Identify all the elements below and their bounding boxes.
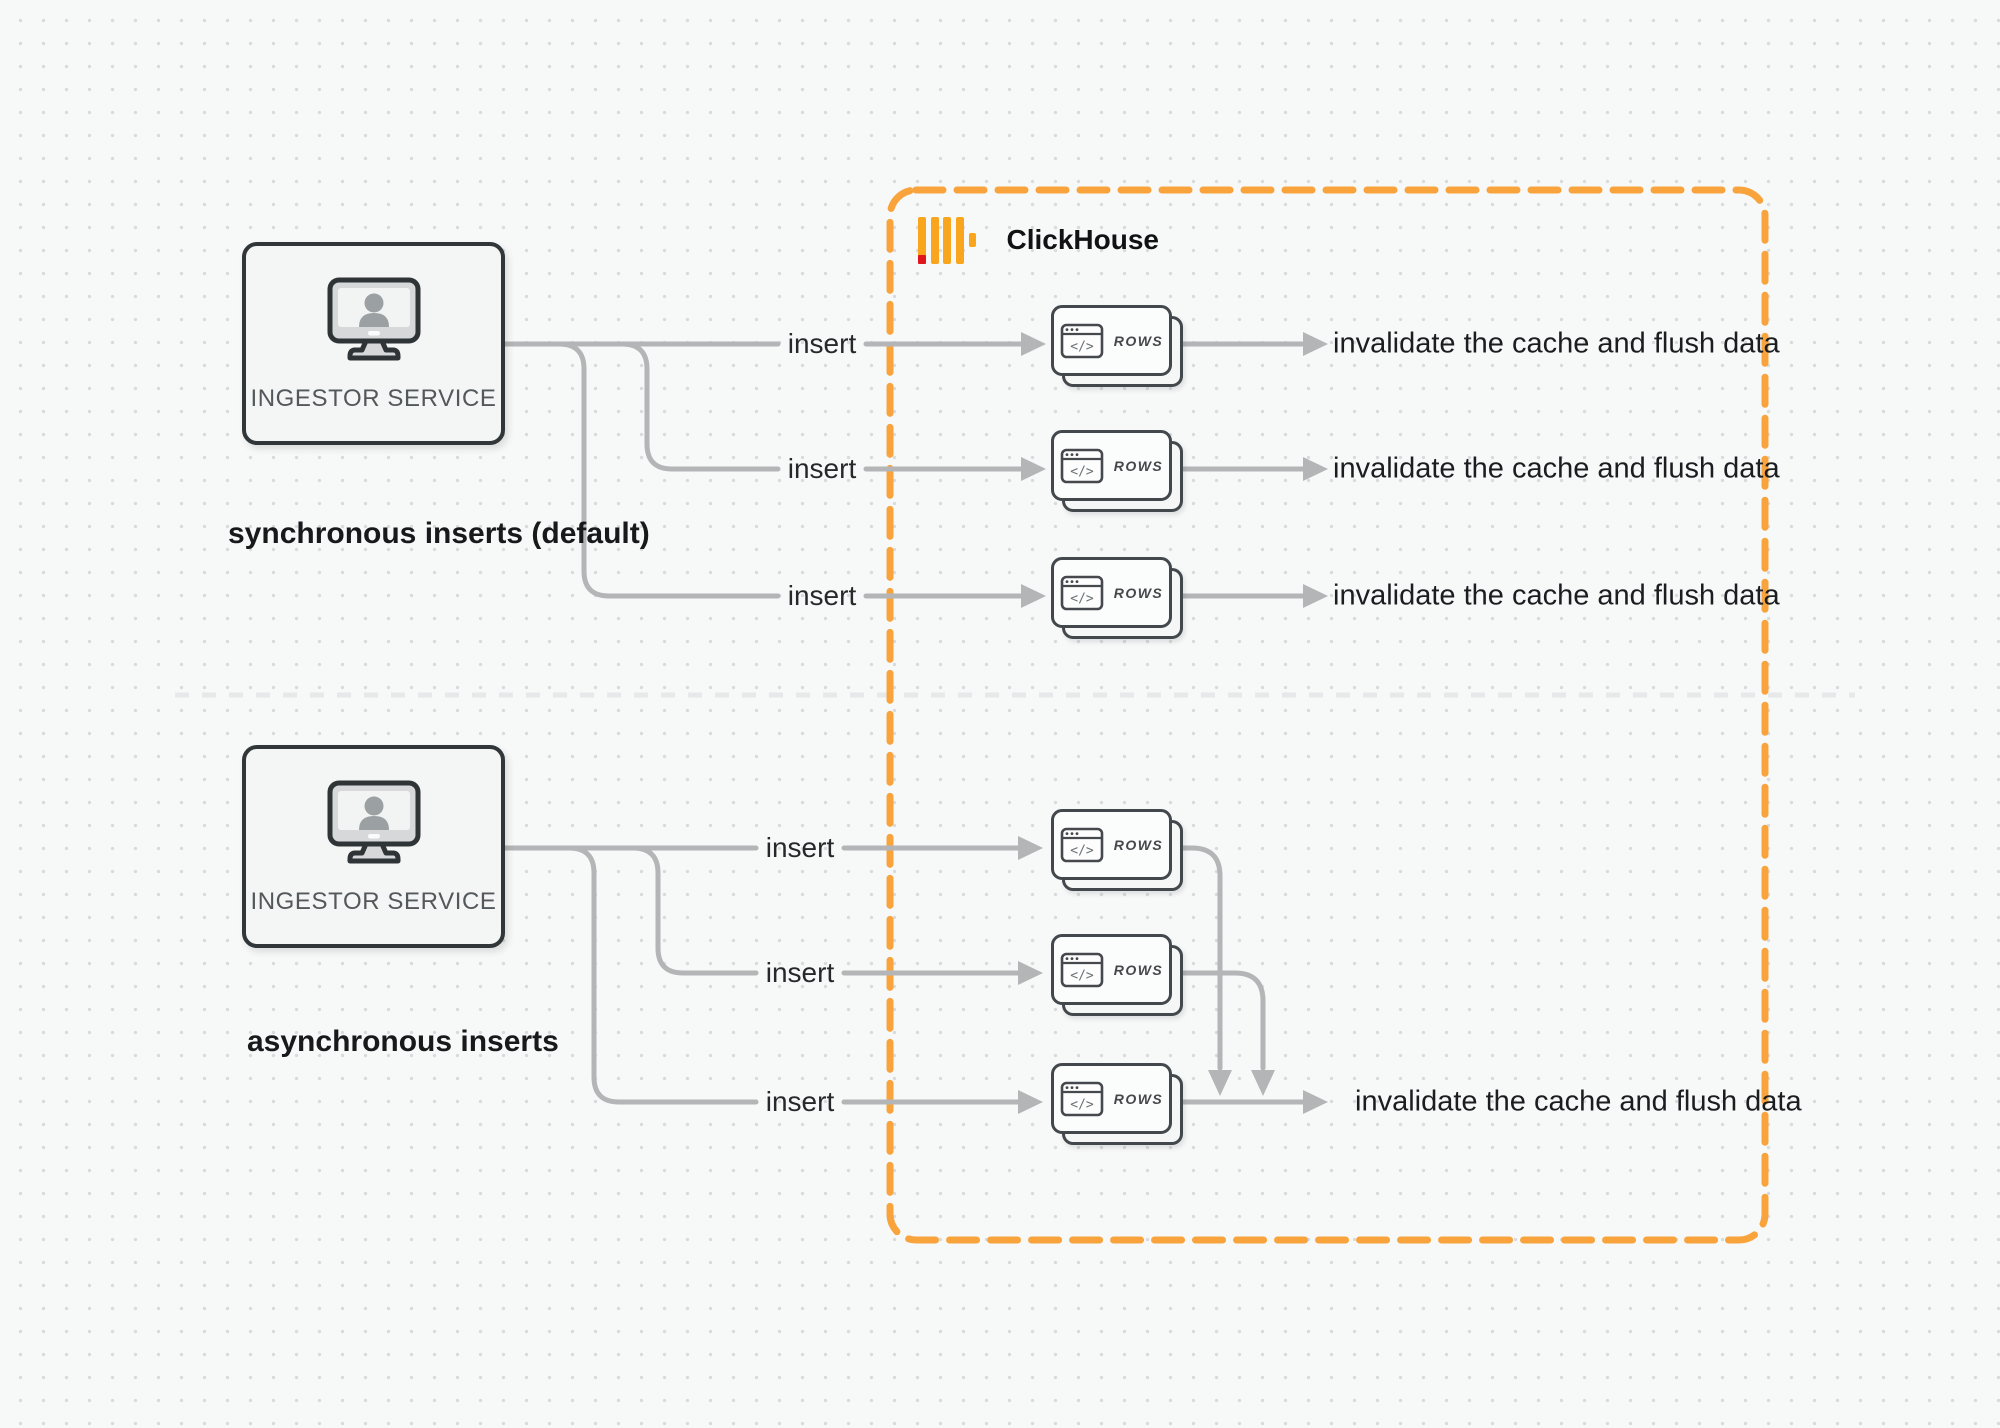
async-out-arrowhead — [1303, 1090, 1328, 1114]
svg-text:</>: </> — [1070, 464, 1094, 479]
sync-connectors — [502, 341, 1306, 599]
async-caption: asynchronous inserts — [247, 1025, 559, 1058]
sync-insert-label-1: insert — [787, 328, 857, 359]
sync-result-label-1: invalidate the cache and flush data — [1333, 327, 1780, 360]
ingestor-service-box-sync: INGESTOR SERVICE — [242, 242, 505, 445]
rows-label: ROWS — [1113, 332, 1164, 349]
code-window-icon: </> — [1060, 323, 1104, 358]
svg-text:</>: </> — [1070, 968, 1094, 983]
async-merge1-down-arrowhead — [1208, 1070, 1232, 1096]
clickhouse-title: ClickHouse — [1006, 224, 1160, 255]
async-row2-in-arrowhead — [1018, 961, 1043, 985]
rows-label: ROWS — [1113, 1090, 1164, 1107]
sync-row2-branch — [502, 341, 781, 472]
async-card2-merge-line — [1180, 970, 1266, 1071]
arrowheads — [1018, 332, 1328, 1114]
card-front: </> ROWS — [1051, 557, 1172, 628]
sync-result-label-3: invalidate the cache and flush data — [1333, 579, 1780, 612]
svg-text:</>: </> — [1070, 591, 1094, 606]
sync-row1-in-arrowhead — [1021, 332, 1046, 356]
monitor-user-icon — [327, 277, 420, 361]
code-window-icon: </> — [1060, 575, 1104, 610]
async-insert-label-3: insert — [765, 1086, 835, 1117]
code-window-icon: </> — [1060, 1081, 1104, 1116]
async-row3-branch — [502, 845, 759, 1105]
sync-insert-label-3: insert — [787, 580, 857, 611]
sync-row3-in-arrowhead — [1021, 584, 1046, 608]
monitor-user-icon — [327, 780, 420, 864]
async-row2-branch — [502, 845, 759, 976]
rows-label: ROWS — [1113, 457, 1164, 474]
rows-label: ROWS — [1113, 961, 1164, 978]
rows-card-async-3: </> ROWS — [1051, 1063, 1183, 1145]
rows-card-sync-3: </> ROWS — [1051, 557, 1183, 639]
sync-insert-label-2: insert — [787, 453, 857, 484]
async-connectors — [502, 845, 1306, 1105]
sync-row3-branch — [502, 341, 781, 599]
rows-card-sync-2: </> ROWS — [1051, 430, 1183, 512]
async-row1-in-arrowhead — [1018, 836, 1043, 860]
rows-card-async-1: </> ROWS — [1051, 809, 1183, 891]
sync-row2-out-arrowhead — [1303, 457, 1328, 481]
async-card1-merge-line — [1180, 845, 1223, 1071]
service-label: INGESTOR SERVICE — [250, 888, 497, 915]
service-label: INGESTOR SERVICE — [250, 385, 497, 412]
rows-card-async-2: </> ROWS — [1051, 934, 1183, 1016]
sync-row2-in-arrowhead — [1021, 457, 1046, 481]
code-window-icon: </> — [1060, 827, 1104, 862]
card-front: </> ROWS — [1051, 1063, 1172, 1134]
code-window-icon: </> — [1060, 448, 1104, 483]
sync-row1-out-arrowhead — [1303, 332, 1328, 356]
async-insert-label-2: insert — [765, 957, 835, 988]
async-merge2-down-arrowhead — [1251, 1070, 1275, 1096]
rows-card-sync-1: </> ROWS — [1051, 305, 1183, 387]
card-front: </> ROWS — [1051, 934, 1172, 1005]
svg-text:</>: </> — [1070, 1097, 1094, 1112]
clickhouse-boundary — [886, 186, 1769, 1244]
sync-row3-out-arrowhead — [1303, 584, 1328, 608]
async-insert-label-1: insert — [765, 832, 835, 863]
card-front: </> ROWS — [1051, 809, 1172, 880]
async-result-label: invalidate the cache and flush data — [1355, 1085, 1802, 1118]
rows-label: ROWS — [1113, 584, 1164, 601]
sync-result-label-2: invalidate the cache and flush data — [1333, 452, 1780, 485]
rows-label: ROWS — [1113, 836, 1164, 853]
card-front: </> ROWS — [1051, 305, 1172, 376]
async-row3-in-arrowhead — [1018, 1090, 1043, 1114]
clickhouse-header: ClickHouse — [918, 216, 1159, 264]
card-front: </> ROWS — [1051, 430, 1172, 501]
sync-caption: synchronous inserts (default) — [228, 517, 650, 550]
svg-text:</>: </> — [1070, 339, 1094, 354]
clickhouse-logo-icon — [918, 216, 981, 264]
svg-text:</>: </> — [1070, 843, 1094, 858]
ingestor-service-box-async: INGESTOR SERVICE — [242, 745, 505, 948]
code-window-icon: </> — [1060, 952, 1104, 987]
